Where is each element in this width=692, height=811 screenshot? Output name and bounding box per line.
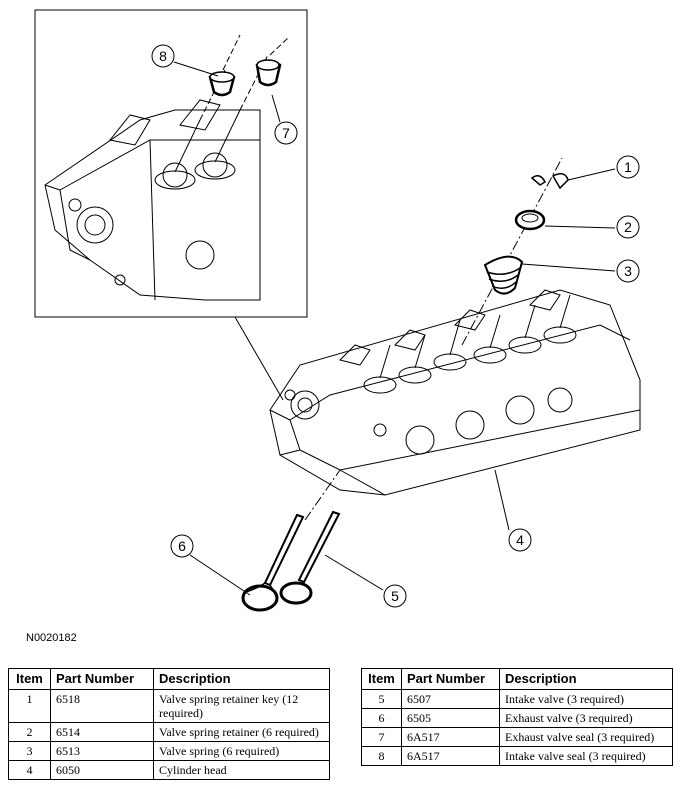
valve-axis-line-lower [304,469,341,521]
exhaust-valve-part [241,513,305,612]
inset-leader-line [234,316,284,401]
item-cell: 4 [8,760,51,780]
svg-text:7: 7 [282,125,290,141]
part-number-cell: 6505 [401,708,500,728]
part-number-cell: 6050 [50,760,154,780]
callout-2: 2 [616,215,640,239]
table-header-row: Item Part Number Description [8,668,330,690]
exploded-view-diagram: 1 2 3 4 5 6 7 8 [34,9,641,612]
svg-text:6: 6 [178,538,186,554]
inset-cylinder-head-detail [44,54,269,301]
description-cell: Intake valve (3 required) [499,689,673,709]
svg-text:3: 3 [624,263,632,279]
table-row: 5 6507 Intake valve (3 required) [361,689,673,709]
description-cell: Cylinder head [153,760,330,780]
table-row: 8 6A517 Intake valve seal (3 required) [361,746,673,766]
callout-5: 5 [383,584,407,608]
part-number-cell: 6507 [401,689,500,709]
valve-spring-part [483,255,524,295]
item-cell: 1 [8,689,51,723]
column-header-part-number: Part Number [50,668,154,690]
item-cell: 2 [8,722,51,742]
exhaust-valve-seal-part [255,37,289,87]
valve-spring-retainer-part [514,209,546,231]
column-header-item: Item [361,668,402,690]
item-cell: 3 [8,741,51,761]
svg-text:8: 8 [159,48,167,64]
part-number-cell: 6518 [50,689,154,723]
table-header-row: Item Part Number Description [361,668,673,690]
retainer-key-part [530,173,569,190]
svg-text:2: 2 [624,219,632,235]
part-number-cell: 6A517 [401,746,500,766]
intake-valve-seal-part [208,34,241,97]
parts-table-right: Item Part Number Description 5 6507 Inta… [361,668,673,766]
table-row: 6 6505 Exhaust valve (3 required) [361,708,673,728]
callout-7: 7 [274,121,298,145]
description-cell: Valve spring retainer key (12 required) [153,689,330,723]
item-cell: 6 [361,708,402,728]
part-number-cell: 6A517 [401,727,500,747]
table-row: 4 6050 Cylinder head [8,760,330,780]
callout-leaders [173,61,616,596]
description-cell: Valve spring retainer (6 required) [153,722,330,742]
column-header-item: Item [8,668,51,690]
part-number-cell: 6513 [50,741,154,761]
callout-6: 6 [170,534,194,558]
cylinder-head-part [269,289,641,496]
table-row: 2 6514 Valve spring retainer (6 required… [8,722,330,742]
description-cell: Exhaust valve (3 required) [499,708,673,728]
callout-3: 3 [616,259,640,283]
intake-valve-part [279,510,341,605]
detail-inset-frame [34,9,308,318]
parts-table-left: Item Part Number Description 1 6518 Valv… [8,668,330,780]
callout-1: 1 [616,155,640,179]
figure-id: N0020182 [26,632,77,644]
column-header-description: Description [153,668,330,690]
callout-8: 8 [151,44,175,68]
column-header-description: Description [499,668,673,690]
item-cell: 5 [361,689,402,709]
description-cell: Exhaust valve seal (3 required) [499,727,673,747]
table-row: 7 6A517 Exhaust valve seal (3 required) [361,727,673,747]
item-cell: 7 [361,727,402,747]
valve-axis-line [461,157,563,346]
description-cell: Intake valve seal (3 required) [499,746,673,766]
column-header-part-number: Part Number [401,668,500,690]
svg-text:1: 1 [624,159,632,175]
table-row: 3 6513 Valve spring (6 required) [8,741,330,761]
table-row: 1 6518 Valve spring retainer key (12 req… [8,689,330,723]
callout-4: 4 [508,528,532,552]
description-cell: Valve spring (6 required) [153,741,330,761]
svg-text:4: 4 [516,532,524,548]
part-number-cell: 6514 [50,722,154,742]
svg-text:5: 5 [391,588,399,604]
item-cell: 8 [361,746,402,766]
